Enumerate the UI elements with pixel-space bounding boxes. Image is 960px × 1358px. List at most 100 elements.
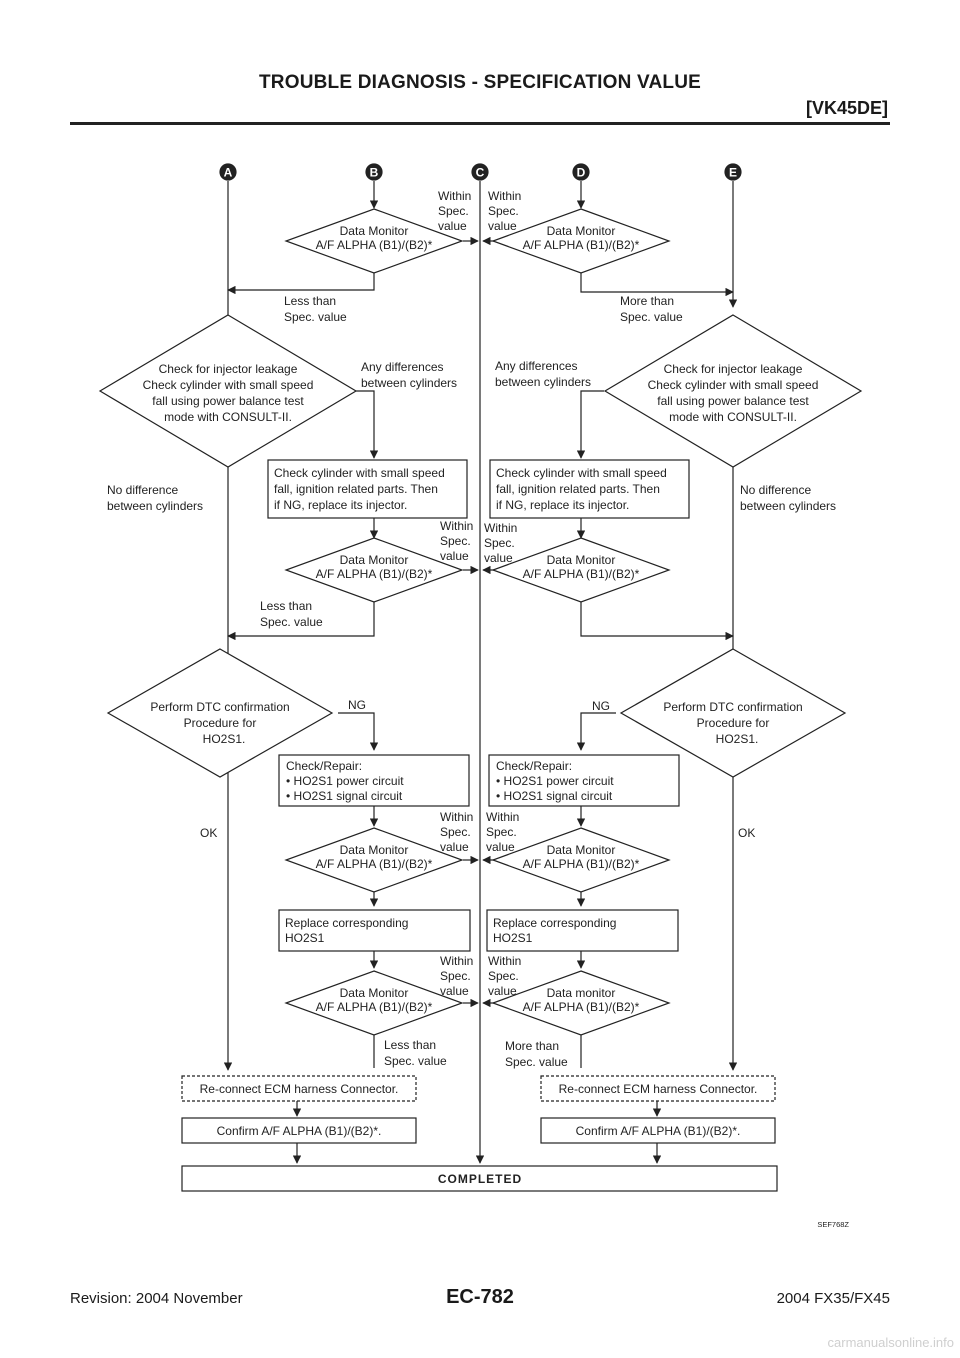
spec-label: Spec. [488,969,519,983]
flow-line [576,712,616,751]
data-monitor-diamond-left-3 [284,827,464,893]
repair-box-right [488,754,680,807]
cylinder-check-box-right [489,459,690,519]
connector-d-marker [572,163,590,181]
af-alpha-label: A/F ALPHA (B1)/(B2)* [523,567,640,581]
dtc-label: Procedure for [697,716,770,730]
within-label: Within [488,954,521,968]
af-alpha-label: A/F ALPHA (B1)/(B2)* [523,1000,640,1014]
dtc-label: Perform DTC confirmation [663,700,802,714]
confirm-label: Confirm A/F ALPHA (B1)/(B2)*. [217,1124,382,1138]
less-than-label: Less than [284,294,336,308]
data-monitor-diamond-right-4 [491,970,671,1036]
leakage-label: fall using power balance test [152,394,304,408]
replace-label: HO2S1 [285,931,325,945]
connector-e-letter: E [729,166,737,180]
repair-label: • HO2S1 power circuit [496,774,614,788]
any-difference-label: Any differences [495,359,578,373]
value-label: value [486,840,515,854]
data-monitor-label: Data Monitor [547,224,616,238]
leakage-label: Check for injector leakage [664,362,803,376]
value-label: value [438,219,467,233]
cylinder-check-label: fall, ignition related parts. Then [496,482,660,496]
data-monitor-label: Data Monitor [340,224,409,238]
ok-label: OK [200,826,217,840]
replace-label: Replace corresponding [285,916,408,930]
more-than-label: More than [505,1039,559,1053]
replace-box-right [486,909,679,952]
less-than-label: Spec. value [260,615,323,629]
value-label: value [488,984,517,998]
leakage-label: Check cylinder with small speed [648,378,819,392]
repair-label: • HO2S1 power circuit [286,774,404,788]
no-difference-label: No difference [107,483,178,497]
no-difference-label: between cylinders [107,499,203,513]
model-name: 2004 FX35/FX45 [776,1290,890,1307]
value-label: value [440,549,469,563]
af-alpha-label: A/F ALPHA (B1)/(B2)* [316,567,433,581]
dtc-diamond-left [106,648,334,778]
leakage-check-diamond-right [603,314,863,468]
cylinder-check-label: Check cylinder with small speed [496,466,667,480]
af-alpha-label: A/F ALPHA (B1)/(B2)* [523,238,640,252]
replace-label: HO2S1 [493,931,533,945]
confirm-box-right [540,1117,776,1144]
figure-reference: SEF768Z [817,1220,849,1229]
spec-label: Spec. [488,204,519,218]
revision-date: Revision: 2004 November [70,1290,243,1307]
data-monitor-diamond-left-4 [284,970,464,1036]
more-than-label: Spec. value [505,1055,568,1069]
data-monitor-diamond-b [284,208,464,274]
af-alpha-label: A/F ALPHA (B1)/(B2)* [316,1000,433,1014]
flow-line [227,273,375,295]
connector-b-marker [365,163,383,181]
ng-label: NG [348,698,366,712]
within-label: Within [486,810,519,824]
reconnect-box-left [181,1075,417,1102]
less-than-label: Spec. value [284,310,347,324]
data-monitor-label: Data monitor [547,986,616,1000]
repair-label: Check/Repair: [496,759,572,773]
less-than-label: Less than [384,1038,436,1052]
data-monitor-label: Data Monitor [547,553,616,567]
ng-label: NG [592,699,610,713]
dtc-label: HO2S1. [203,732,246,746]
repair-label: • HO2S1 signal circuit [286,789,403,803]
within-label: Within [484,521,517,535]
leakage-label: Check cylinder with small speed [143,378,314,392]
connector-e-marker [724,163,742,181]
connector-b-letter: B [370,166,379,180]
value-label: value [484,551,513,565]
confirm-box-left [181,1117,417,1144]
page-title: TROUBLE DIAGNOSIS - SPECIFICATION VALUE [259,72,701,93]
cylinder-check-label: if NG, replace its injector. [274,498,407,512]
cylinder-check-label: if NG, replace its injector. [496,498,629,512]
cylinder-check-label: fall, ignition related parts. Then [274,482,438,496]
flow-line [356,390,379,459]
value-label: value [440,840,469,854]
less-than-label: Spec. value [384,1054,447,1068]
flow-line [338,712,379,751]
no-difference-label: No difference [740,483,811,497]
leakage-label: mode with CONSULT-II. [164,410,292,424]
within-label: Within [440,954,473,968]
data-monitor-diamond-right-2 [491,537,671,603]
more-than-label: Spec. value [620,310,683,324]
flow-line [580,602,734,641]
no-difference-label: between cylinders [740,499,836,513]
confirm-label: Confirm A/F ALPHA (B1)/(B2)*. [576,1124,741,1138]
data-monitor-diamond-left-2 [284,537,464,603]
dtc-label: Procedure for [184,716,257,730]
ok-label: OK [738,826,755,840]
replace-label: Replace corresponding [493,916,616,930]
af-alpha-label: A/F ALPHA (B1)/(B2)* [523,857,640,871]
completed-box [181,1165,778,1192]
spec-label: Spec. [484,536,515,550]
flow-line [580,273,734,297]
more-than-label: More than [620,294,674,308]
data-monitor-label: Data Monitor [340,986,409,1000]
flow-line [576,390,604,459]
leakage-label: mode with CONSULT-II. [669,410,797,424]
within-label: Within [440,519,473,533]
reconnect-box-right [540,1075,776,1102]
